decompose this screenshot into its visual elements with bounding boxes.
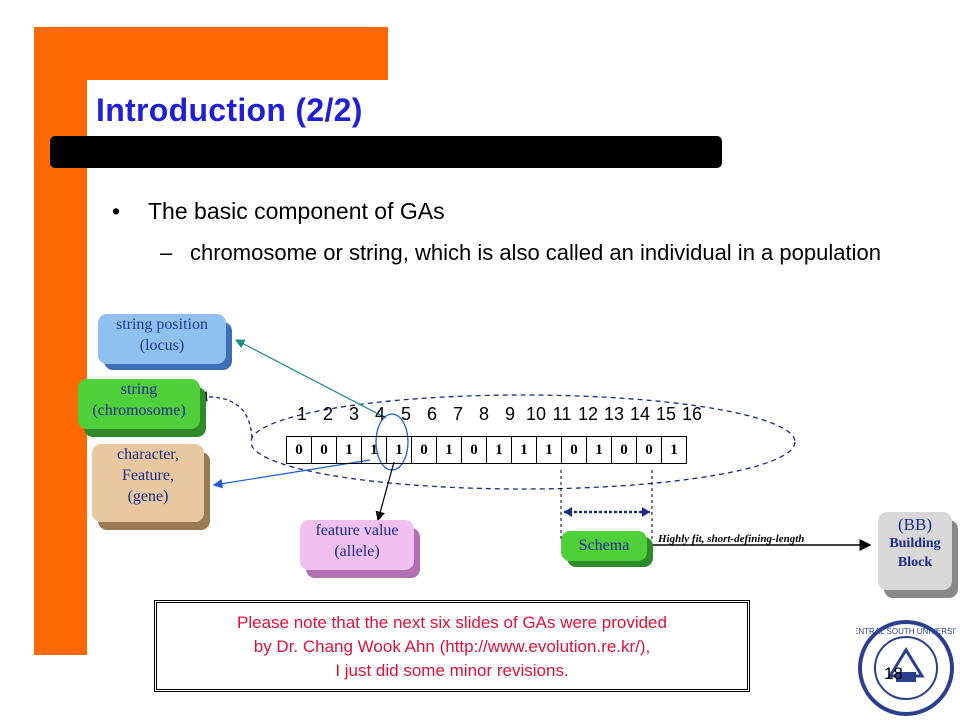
bit-cell: 0 bbox=[561, 436, 587, 464]
gene-line2: Feature, bbox=[122, 467, 174, 484]
position-number: 3 bbox=[348, 404, 359, 424]
gene-line3: (gene) bbox=[127, 488, 169, 505]
note-box: Please note that the next six slides of … bbox=[154, 600, 750, 692]
bit-cell: 0 bbox=[636, 436, 662, 464]
allele-line1: feature value bbox=[315, 522, 399, 539]
bit-cell: 1 bbox=[386, 436, 412, 464]
position-number: 16 bbox=[681, 404, 703, 424]
bb-line2: Building bbox=[889, 536, 941, 551]
page-number: 18 bbox=[884, 664, 903, 683]
allele-line2: (allele) bbox=[334, 543, 380, 560]
chromosome-line2: (chromosome) bbox=[92, 402, 186, 419]
building-block-box: (BB) Building Block bbox=[878, 512, 952, 590]
university-seal-logo: CENTRAL SOUTH UNIVERSITY bbox=[856, 620, 956, 716]
bit-cell: 1 bbox=[536, 436, 562, 464]
position-number: 15 bbox=[655, 404, 677, 424]
bullet-main: •The basic component of GAs bbox=[112, 198, 445, 224]
bb-line3: Block bbox=[897, 555, 933, 570]
position-number: 5 bbox=[400, 404, 411, 424]
bullet-main-text: The basic component of GAs bbox=[148, 198, 445, 224]
arrow-caption: Highly fit, short-defining-length bbox=[658, 533, 805, 545]
position-number: 12 bbox=[577, 404, 599, 424]
gene-box: character, Feature, (gene) bbox=[92, 444, 204, 522]
position-number: 4 bbox=[374, 404, 385, 424]
bullet-sub-text: chromosome or string, which is also call… bbox=[190, 240, 881, 265]
schema-box: Schema bbox=[561, 531, 647, 561]
gene-line1: character, bbox=[117, 446, 179, 463]
locus-line1: string position bbox=[115, 316, 208, 333]
page-title: Introduction (2/2) bbox=[96, 92, 363, 128]
position-number: 10 bbox=[525, 404, 547, 424]
position-number: 9 bbox=[504, 404, 515, 424]
position-number: 6 bbox=[426, 404, 437, 424]
bb-line1: (BB) bbox=[898, 515, 932, 534]
schema-label: Schema bbox=[578, 537, 630, 554]
bit-cell: 0 bbox=[611, 436, 637, 464]
binary-string: 0 0 1 1 1 0 1 0 1 1 1 0 1 0 0 1 bbox=[286, 436, 687, 464]
chromosome-line1: string bbox=[120, 381, 158, 398]
allele-box: feature value (allele) bbox=[300, 520, 414, 570]
chromosome-box: string (chromosome) bbox=[78, 379, 200, 429]
position-number: 11 bbox=[552, 404, 572, 424]
position-number: 1 bbox=[296, 404, 307, 424]
bit-cell: 0 bbox=[286, 436, 312, 464]
position-number: 7 bbox=[452, 404, 463, 424]
locus-line2: (locus) bbox=[139, 337, 185, 354]
svg-text:CENTRAL SOUTH UNIVERSITY: CENTRAL SOUTH UNIVERSITY bbox=[856, 627, 956, 636]
position-number: 2 bbox=[322, 404, 333, 424]
bit-cell: 1 bbox=[436, 436, 462, 464]
string-ellipse bbox=[250, 394, 796, 490]
bit-cell: 1 bbox=[661, 436, 687, 464]
orange-frame-top bbox=[34, 27, 388, 80]
bullet-sub: –chromosome or string, which is also cal… bbox=[160, 238, 920, 268]
note-line1: Please note that the next six slides of … bbox=[237, 613, 667, 632]
bit-cell: 0 bbox=[411, 436, 437, 464]
position-number: 13 bbox=[603, 404, 625, 424]
bit-cell: 1 bbox=[511, 436, 537, 464]
title-bar bbox=[50, 136, 722, 168]
bit-cell: 1 bbox=[486, 436, 512, 464]
orange-frame-left bbox=[34, 27, 87, 655]
bit-cell: 0 bbox=[311, 436, 337, 464]
position-number: 14 bbox=[629, 404, 651, 424]
note-line2[interactable]: by Dr. Chang Wook Ahn (http://www.evolut… bbox=[253, 637, 651, 656]
bit-cell: 1 bbox=[336, 436, 362, 464]
position-number: 8 bbox=[478, 404, 489, 424]
locus-box: string position (locus) bbox=[98, 314, 226, 364]
bit-cell: 0 bbox=[461, 436, 487, 464]
note-line3: I just did some minor revisions. bbox=[335, 661, 569, 680]
bit-cell: 1 bbox=[586, 436, 612, 464]
bit-cell: 1 bbox=[361, 436, 387, 464]
